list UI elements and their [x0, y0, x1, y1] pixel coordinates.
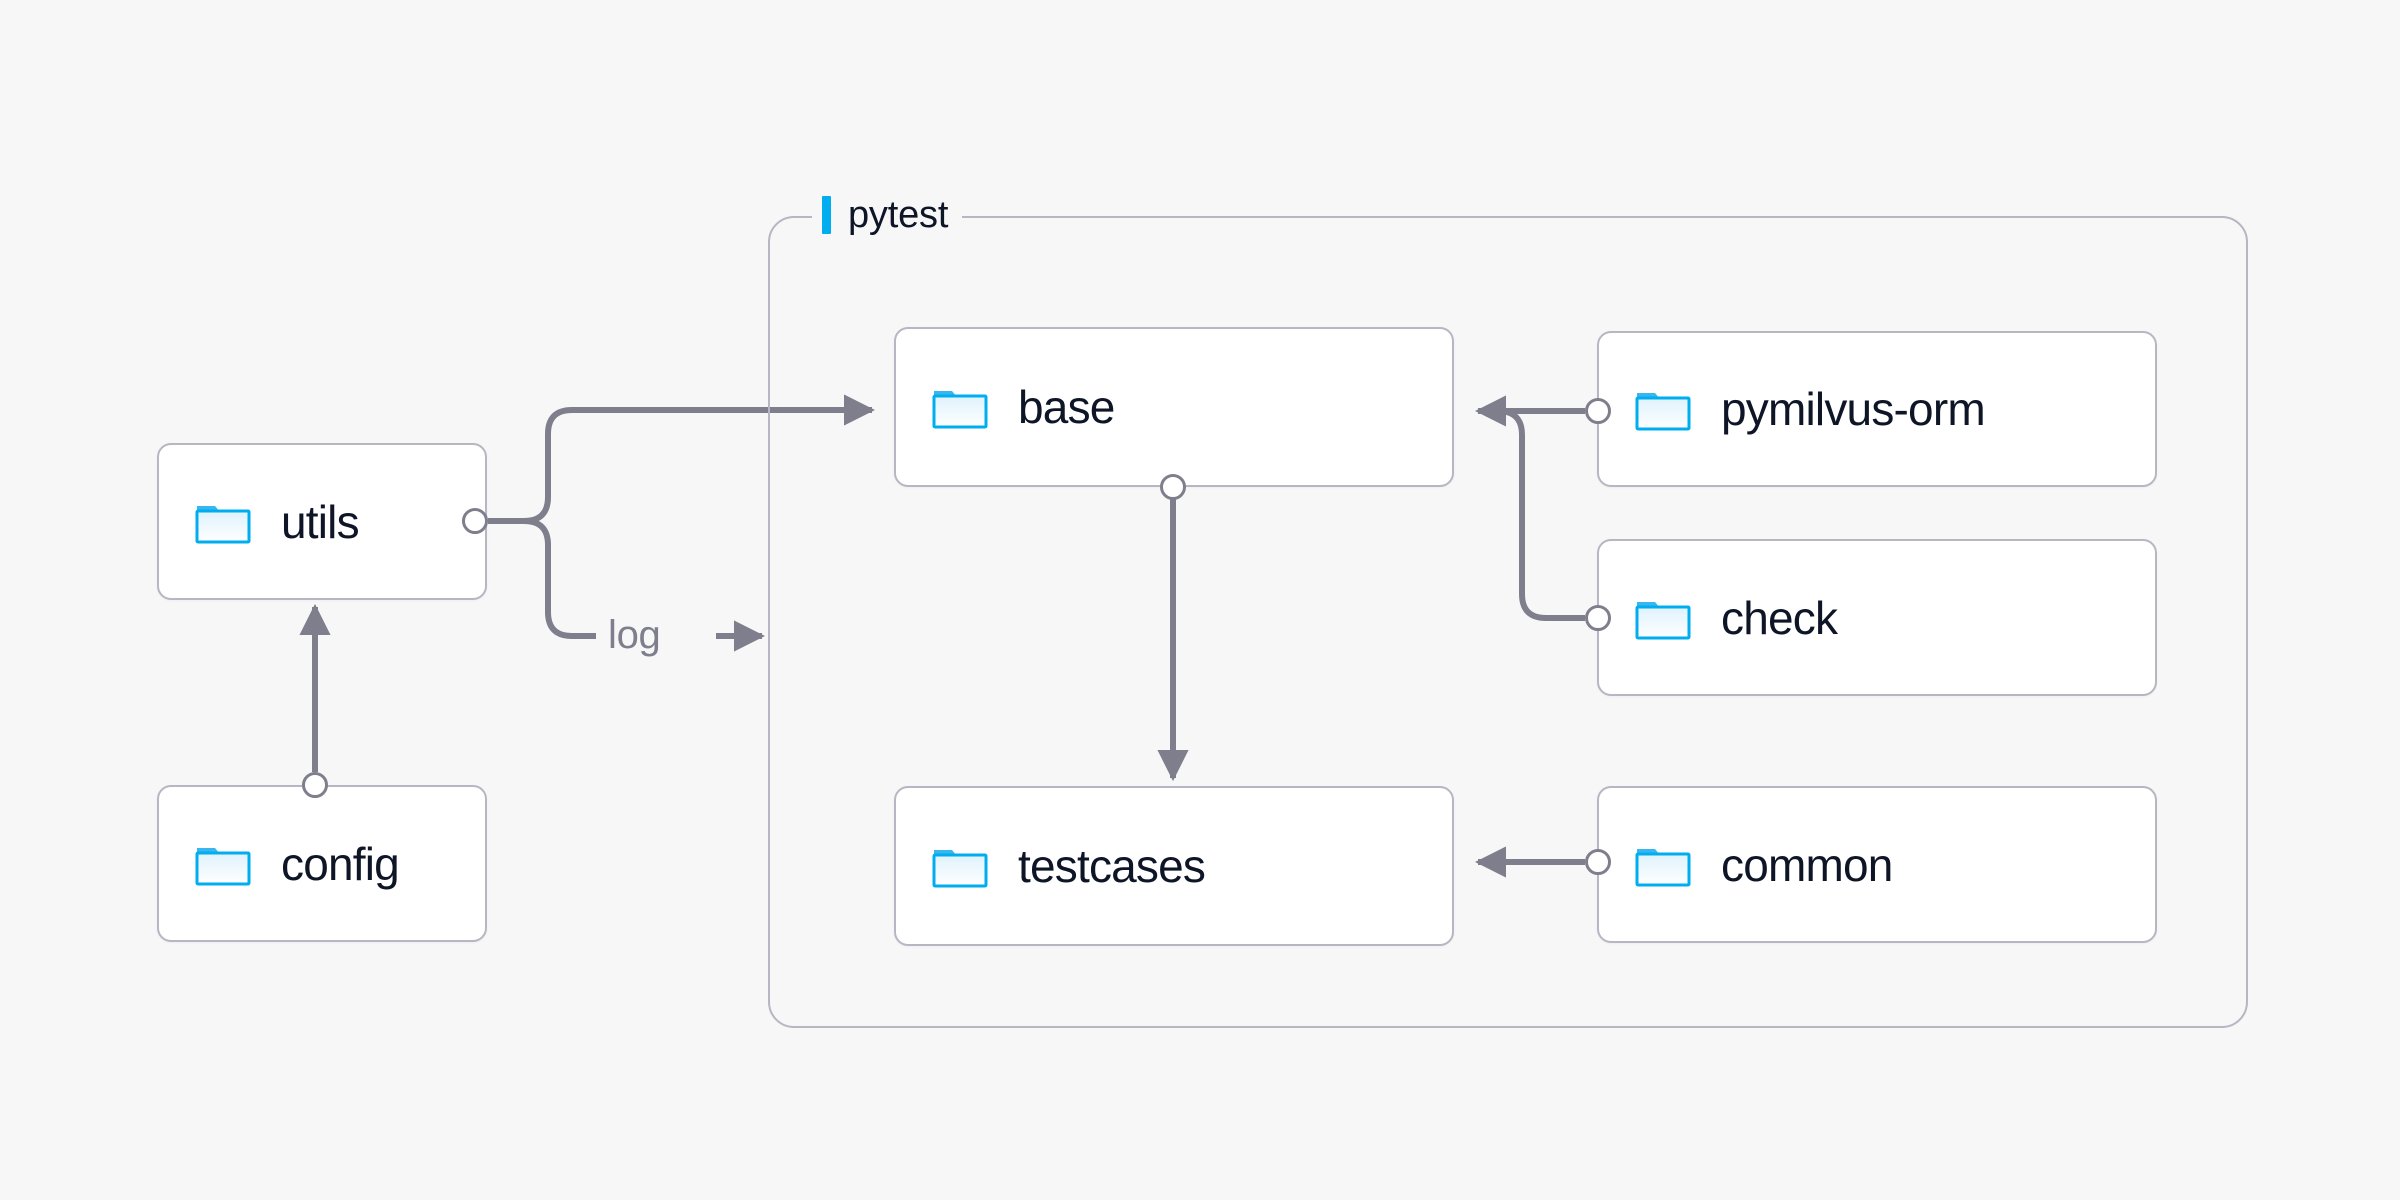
node-utils[interactable]: utils [157, 443, 487, 600]
node-label: pymilvus-orm [1721, 383, 1986, 435]
folder-icon [1635, 594, 1691, 642]
port-utils-right[interactable] [462, 508, 488, 534]
node-label: config [281, 837, 400, 890]
node-pymilvus-orm[interactable]: pymilvus-orm [1597, 331, 2157, 487]
folder-icon [1635, 841, 1691, 889]
port-pymilvus-orm-left[interactable] [1585, 398, 1611, 424]
node-label: common [1721, 838, 1893, 891]
node-label: utils [281, 495, 360, 548]
folder-icon [932, 383, 988, 431]
node-label: check [1721, 591, 1838, 644]
folder-icon [195, 840, 251, 888]
port-common-left[interactable] [1585, 849, 1611, 875]
node-base[interactable]: base [894, 327, 1454, 487]
port-config-top[interactable] [302, 772, 328, 798]
edge-utils-to-log [523, 518, 596, 639]
node-label: base [1018, 381, 1115, 433]
port-check-left[interactable] [1585, 605, 1611, 631]
node-testcases[interactable]: testcases [894, 786, 1454, 946]
folder-icon [1635, 385, 1691, 433]
port-base-bottom[interactable] [1160, 474, 1186, 500]
folder-icon [195, 498, 251, 546]
pytest-group-label: pytest [812, 192, 963, 238]
node-label: testcases [1018, 840, 1206, 892]
node-common[interactable]: common [1597, 786, 2157, 943]
edge-label-log: log [600, 615, 669, 655]
node-check[interactable]: check [1597, 539, 2157, 696]
pytest-group-container [768, 216, 2248, 1028]
folder-icon [932, 842, 988, 890]
node-config[interactable]: config [157, 785, 487, 942]
group-title: pytest [848, 194, 949, 236]
group-accent-bar [822, 196, 831, 234]
